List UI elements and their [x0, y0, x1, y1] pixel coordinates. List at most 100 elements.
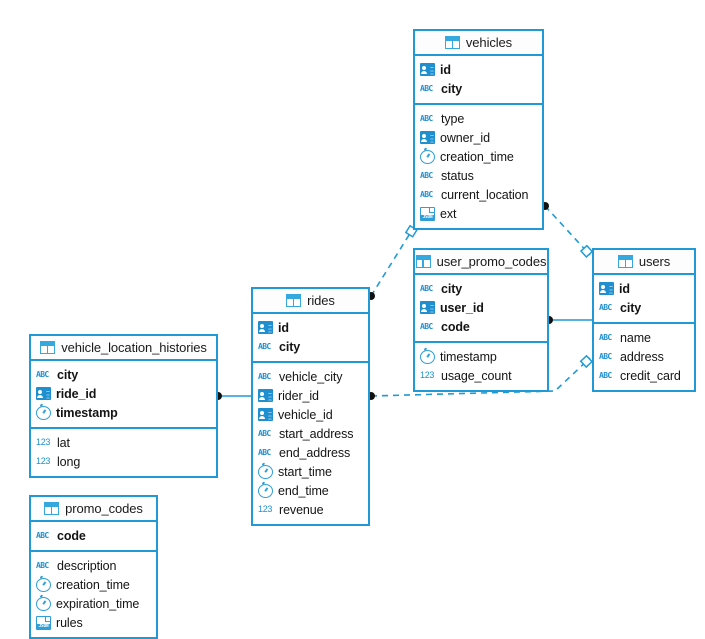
column-row-expiration_time[interactable]: expiration_time: [31, 594, 156, 613]
clock-timestamp-icon: [420, 149, 435, 164]
relationship-rel-vlh-rides[interactable]: [214, 392, 251, 400]
abc-string-icon: ABC: [258, 372, 271, 381]
column-name: timestamp: [56, 405, 118, 420]
relationship-one-marker: [579, 244, 594, 259]
abc-string-icon: ABC: [36, 531, 49, 540]
column-row-long[interactable]: 123 long: [31, 452, 216, 471]
column-row-owner_id[interactable]: owner_id: [415, 128, 542, 147]
column-name: ride_id: [56, 386, 97, 401]
column-row-start_address[interactable]: ABC start_address: [253, 424, 368, 443]
table-icon: [415, 255, 431, 268]
123-number-icon: 123: [420, 370, 435, 380]
uuid-key-icon: [258, 389, 273, 402]
table-header-promo_codes[interactable]: promo_codes: [31, 497, 156, 522]
column-name: creation_time: [56, 577, 130, 592]
clock-timestamp-icon: [258, 483, 273, 498]
relationship-rel-rides-vehicles[interactable]: [367, 224, 418, 300]
column-row-creation_time[interactable]: creation_time: [31, 575, 156, 594]
column-name: description: [57, 558, 117, 573]
column-row-rider_id[interactable]: rider_id: [253, 386, 368, 405]
column-name: city: [441, 81, 463, 96]
table-header-rides[interactable]: rides: [253, 289, 368, 314]
uuid-key-icon: [420, 301, 435, 314]
column-row-city[interactable]: ABC city: [594, 298, 694, 317]
abc-string-icon: ABC: [599, 303, 612, 312]
column-row-rules[interactable]: rules: [31, 613, 156, 632]
abc-string-icon: ABC: [420, 284, 433, 293]
column-name: address: [620, 349, 664, 364]
column-row-start_time[interactable]: start_time: [253, 462, 368, 481]
table-header-user_promo_codes[interactable]: user_promo_codes: [415, 250, 547, 275]
abc-string-icon: ABC: [36, 561, 49, 570]
column-name: start_address: [279, 426, 354, 441]
123-number-icon: 123: [36, 456, 51, 466]
uuid-key-icon: [420, 131, 435, 144]
column-name: id: [440, 62, 451, 77]
column-row-id[interactable]: id: [415, 60, 542, 79]
table-header-vehicle_location_histories[interactable]: vehicle_location_histories: [31, 336, 216, 361]
relationship-line: [544, 205, 591, 256]
column-name: rider_id: [278, 388, 319, 403]
column-row-timestamp[interactable]: timestamp: [415, 347, 547, 366]
table-icon: [44, 502, 60, 515]
column-name: expiration_time: [56, 596, 140, 611]
column-row-vehicle_id[interactable]: vehicle_id: [253, 405, 368, 424]
column-name: end_address: [279, 445, 351, 460]
column-row-timestamp[interactable]: timestamp: [31, 403, 216, 422]
column-row-id[interactable]: id: [594, 279, 694, 298]
clock-timestamp-icon: [36, 405, 51, 420]
column-name: city: [620, 300, 642, 315]
column-row-ride_id[interactable]: ride_id: [31, 384, 216, 403]
column-name: code: [441, 319, 470, 334]
column-name: city: [57, 367, 79, 382]
uuid-key-icon: [258, 408, 273, 421]
column-row-ext[interactable]: ext: [415, 204, 542, 223]
table-header-vehicles[interactable]: vehicles: [415, 31, 542, 56]
clock-timestamp-icon: [420, 349, 435, 364]
column-name: rules: [56, 615, 83, 630]
column-row-code[interactable]: ABC code: [415, 317, 547, 336]
column-name: timestamp: [440, 349, 497, 364]
column-name: long: [57, 454, 81, 469]
table-header-users[interactable]: users: [594, 250, 694, 275]
relationship-rel-upc-users[interactable]: [545, 316, 592, 324]
column-name: city: [279, 339, 301, 354]
column-row-end_time[interactable]: end_time: [253, 481, 368, 500]
abc-string-icon: ABC: [420, 322, 433, 331]
column-row-id[interactable]: id: [253, 318, 368, 337]
column-name: id: [619, 281, 630, 296]
abc-string-icon: ABC: [258, 429, 271, 438]
column-row-creation_time[interactable]: creation_time: [415, 147, 542, 166]
uuid-key-icon: [36, 387, 51, 400]
abc-string-icon: ABC: [420, 171, 433, 180]
column-row-user_id[interactable]: user_id: [415, 298, 547, 317]
column-name: id: [278, 320, 289, 335]
column-row-description[interactable]: ABC description: [31, 556, 156, 575]
123-number-icon: 123: [36, 437, 51, 447]
table-title: users: [638, 254, 671, 269]
